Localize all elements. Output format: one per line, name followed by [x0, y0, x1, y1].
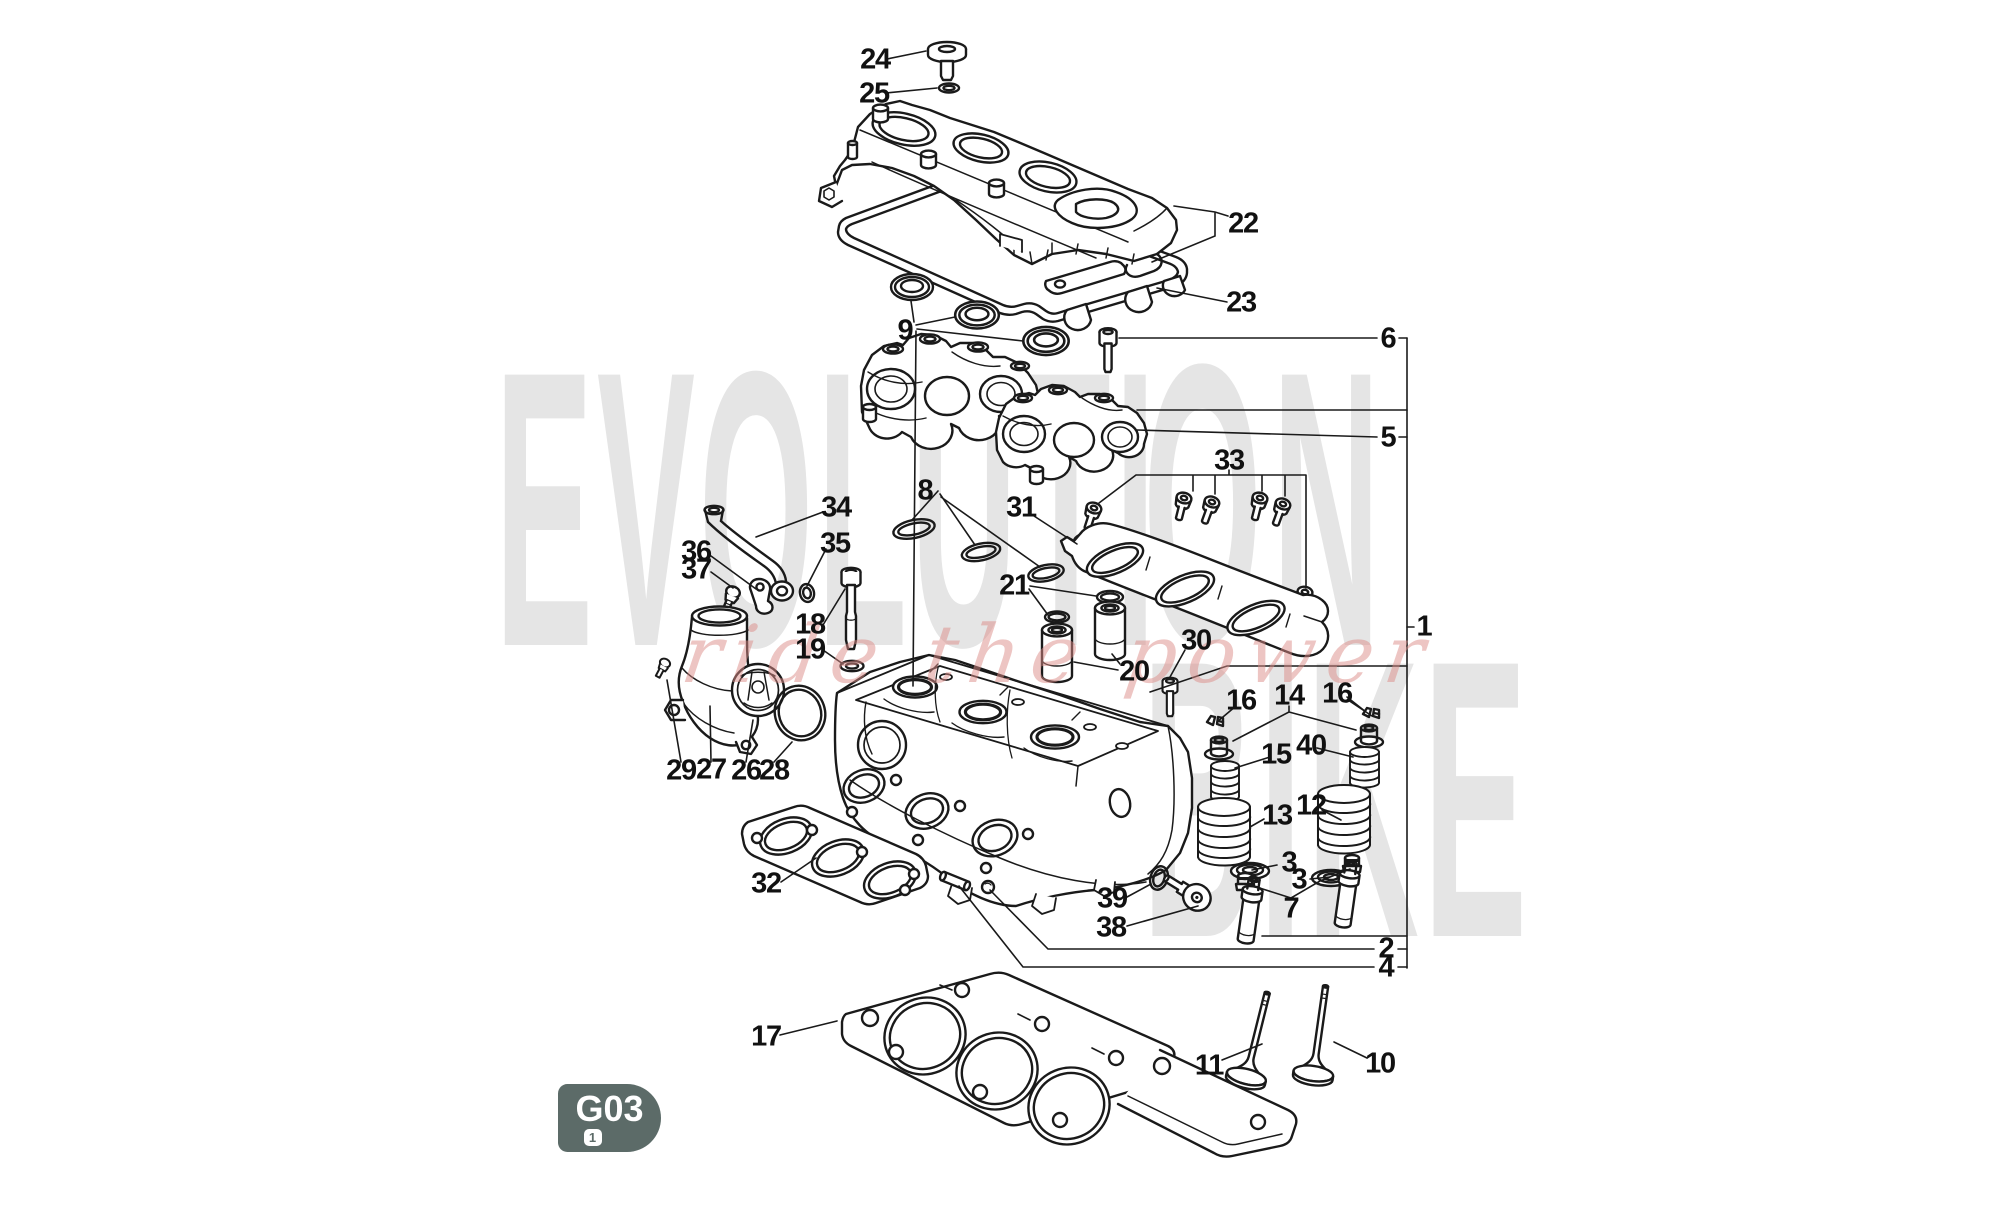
part-oring-35: [798, 582, 816, 604]
badge-code: G03: [575, 1087, 644, 1129]
callout-23: 23: [1226, 286, 1257, 319]
callout-34: 34: [821, 491, 852, 524]
callout-10: 10: [1365, 1047, 1396, 1080]
leader-lines: [666, 50, 1415, 1061]
part-valve-10: [1291, 983, 1335, 1087]
callout-3-3: 3: [1291, 863, 1308, 896]
callout-17: 17: [751, 1020, 782, 1053]
part-spring-13: [1197, 797, 1252, 867]
part-washer-25: [937, 82, 961, 94]
callout-38: 38: [1096, 911, 1127, 944]
part-pin-4: [938, 870, 972, 892]
part-valve-11: [1224, 990, 1271, 1091]
callout-40: 40: [1296, 729, 1327, 762]
part-bracket-36: [748, 577, 774, 615]
part-intake-gasket-32: [740, 804, 930, 906]
callout-8: 8: [917, 474, 934, 507]
callout-26: 26: [731, 754, 762, 787]
callout-16-17: 16: [1322, 677, 1353, 710]
callout-14: 14: [1274, 679, 1305, 712]
part-cylinder-head-1: [833, 653, 1194, 915]
part-washer-19: [839, 659, 865, 673]
callout-25: 25: [859, 77, 890, 110]
callout-7: 7: [1283, 892, 1300, 925]
part-bolt-29: [654, 657, 672, 679]
part-dowels-5: [861, 402, 1045, 486]
callout-13: 13: [1262, 799, 1293, 832]
part-jet-38: [1162, 874, 1212, 912]
callout-36: 36: [681, 535, 712, 568]
callout-28: 28: [759, 754, 790, 787]
callout-11: 11: [1194, 1049, 1224, 1082]
callout-27: 27: [696, 753, 727, 786]
part-valve-cover-22: [817, 99, 1179, 278]
part-spring-15: [1210, 760, 1240, 803]
callout-19: 19: [795, 633, 826, 666]
callout-33: 33: [1214, 444, 1245, 477]
watermark-letters: EVOLUTI O N BIKE: [495, 282, 1527, 1021]
callout-1: 1: [1416, 610, 1433, 643]
part-thermo-cover-27: [663, 605, 760, 756]
callout-5: 5: [1380, 421, 1397, 454]
callout-24: 24: [860, 43, 891, 76]
part-cover-bolt-24: [926, 40, 968, 82]
watermark-word1-part3: N: [1272, 291, 1380, 730]
callout-18: 18: [795, 608, 826, 641]
callout-21: 21: [999, 569, 1030, 602]
callout-15: 15: [1261, 738, 1292, 771]
part-head-gasket-17: [840, 971, 1298, 1158]
part-oring-28: [773, 684, 827, 742]
diagram-group-badge: G03 1: [558, 1084, 661, 1152]
callout-4: 4: [1378, 951, 1395, 984]
watermark-slogan-text: ride the power: [676, 607, 1441, 701]
callout-22: 22: [1228, 207, 1259, 240]
part-spring-12: [1317, 784, 1372, 855]
part-spring-40: [1349, 746, 1380, 789]
callout-9: 9: [897, 314, 914, 347]
callout-32: 32: [751, 867, 782, 900]
part-flange-31: [1059, 522, 1330, 658]
parts-linework: [654, 40, 1385, 1158]
badge-page-number-text: 1: [588, 1129, 597, 1145]
callout-37: 37: [681, 553, 712, 586]
callout-35: 35: [820, 527, 851, 560]
callout-3-2: 3: [1281, 846, 1298, 879]
callout-16-16: 16: [1226, 684, 1257, 717]
callout-6: 6: [1380, 322, 1397, 355]
callout-31: 31: [1006, 491, 1037, 524]
part-stud-18: [840, 566, 862, 651]
callout-12: 12: [1296, 789, 1327, 822]
callout-30: 30: [1181, 624, 1212, 657]
callout-29: 29: [666, 754, 697, 787]
callout-2: 2: [1378, 932, 1395, 965]
part-cam-carrier-b: [994, 383, 1149, 481]
badge-page-number: 1: [583, 1128, 602, 1146]
part-thermostat-26: [730, 662, 786, 718]
watermark-slogan: ride the power: [676, 607, 1441, 701]
callout-39: 39: [1097, 882, 1128, 915]
callout-20: 20: [1119, 655, 1150, 688]
part-retainer-plate-23: [1044, 260, 1127, 295]
